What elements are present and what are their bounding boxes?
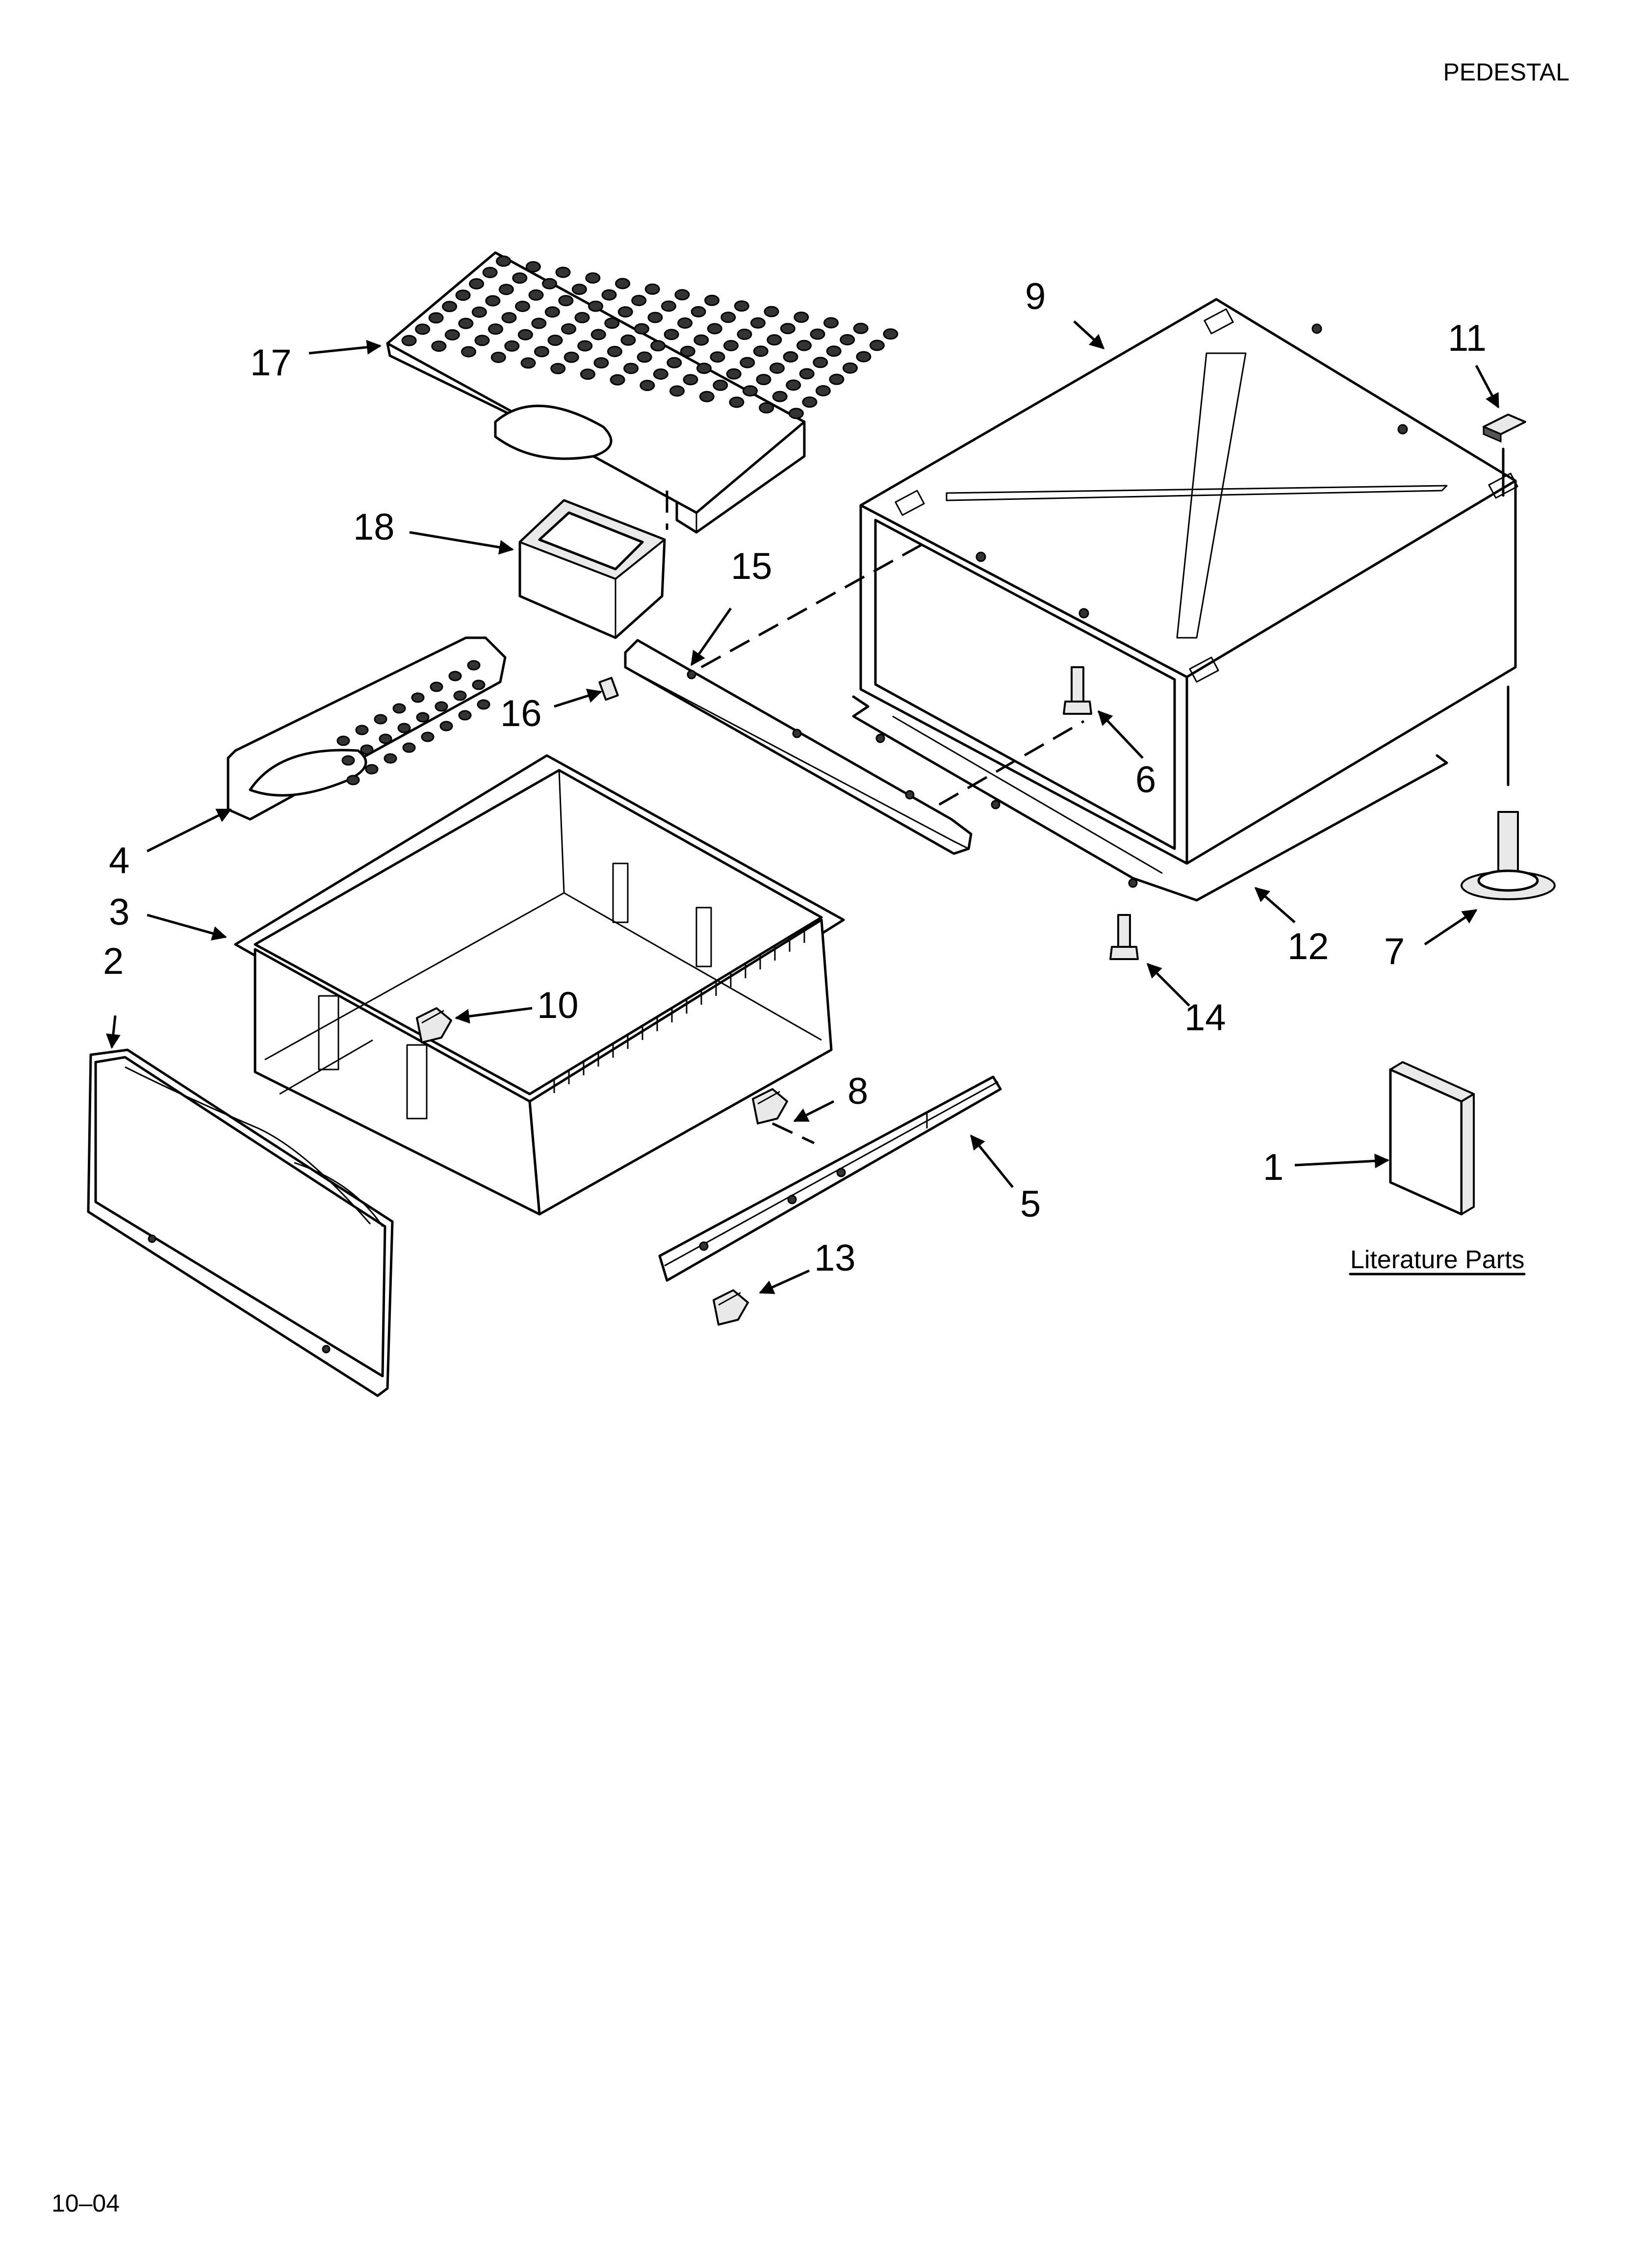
arrow-6	[1097, 710, 1144, 759]
arrow-14	[1146, 963, 1190, 1007]
callout-4: 4	[109, 840, 129, 882]
callout-5: 5	[1020, 1183, 1041, 1225]
part-13-screw	[713, 1289, 749, 1326]
part-2-drawer-front	[87, 1039, 394, 1397]
arrow-7	[1424, 909, 1478, 946]
part-14-screw	[1109, 914, 1139, 960]
literature-parts-label: Literature Parts	[1350, 1246, 1525, 1274]
arrow-15	[690, 607, 732, 666]
callout-3: 3	[109, 891, 129, 933]
arrow-17	[308, 339, 382, 355]
callout-16: 16	[500, 693, 542, 734]
part-4-divider	[227, 636, 507, 821]
callout-17: 17	[250, 342, 292, 384]
arrow-1	[1294, 1153, 1389, 1169]
arrow-12	[1254, 887, 1296, 923]
callout-11: 11	[1448, 317, 1487, 359]
part-11-pad	[1483, 414, 1526, 497]
part-16-clip	[598, 677, 619, 701]
callout-7: 7	[1384, 931, 1405, 972]
arrow-18	[409, 531, 514, 555]
leader-arrows	[105, 320, 1500, 1294]
arrow-13	[759, 1269, 810, 1294]
part-17-cover	[386, 251, 898, 534]
part-5-slide-rail	[658, 1075, 1002, 1282]
arrow-9	[1073, 320, 1105, 350]
arrow-10	[455, 1007, 533, 1024]
callout-numbers: 1 2 3 4 5 6 7 8 9 10 11 12 13 14 15 16 1…	[103, 276, 1487, 1279]
part-8-screw	[752, 1088, 788, 1124]
part-12-base	[852, 695, 1448, 902]
document-code: 10–04	[51, 2190, 120, 2217]
part-6-screw	[1063, 666, 1092, 715]
part-9-cabinet	[859, 298, 1518, 865]
callout-15: 15	[731, 546, 772, 587]
arrow-4	[146, 808, 232, 853]
callout-18: 18	[353, 506, 395, 548]
part-10-screw	[416, 1007, 452, 1043]
arrow-16	[554, 688, 602, 708]
arrow-2	[105, 1015, 121, 1049]
callout-8: 8	[847, 1070, 868, 1112]
callout-6: 6	[1135, 759, 1156, 801]
callout-14: 14	[1184, 997, 1226, 1039]
arrow-5	[970, 1134, 1014, 1188]
callout-2: 2	[103, 940, 124, 982]
part-18-bin	[518, 491, 668, 639]
section-title: PEDESTAL	[1443, 58, 1570, 86]
part-7-leveling-leg	[1461, 685, 1556, 900]
part-1-literature: Literature Parts	[1349, 1061, 1526, 1276]
arrow-3	[147, 913, 227, 941]
arrow-11	[1475, 365, 1500, 409]
callout-9: 9	[1025, 276, 1046, 317]
part-3-drawer-bin	[234, 754, 845, 1216]
callout-13: 13	[814, 1237, 856, 1279]
callout-1: 1	[1263, 1147, 1283, 1188]
arrow-8	[793, 1100, 835, 1122]
part-15-trim	[624, 543, 1085, 855]
callout-10: 10	[537, 985, 579, 1026]
callout-12: 12	[1287, 926, 1329, 967]
